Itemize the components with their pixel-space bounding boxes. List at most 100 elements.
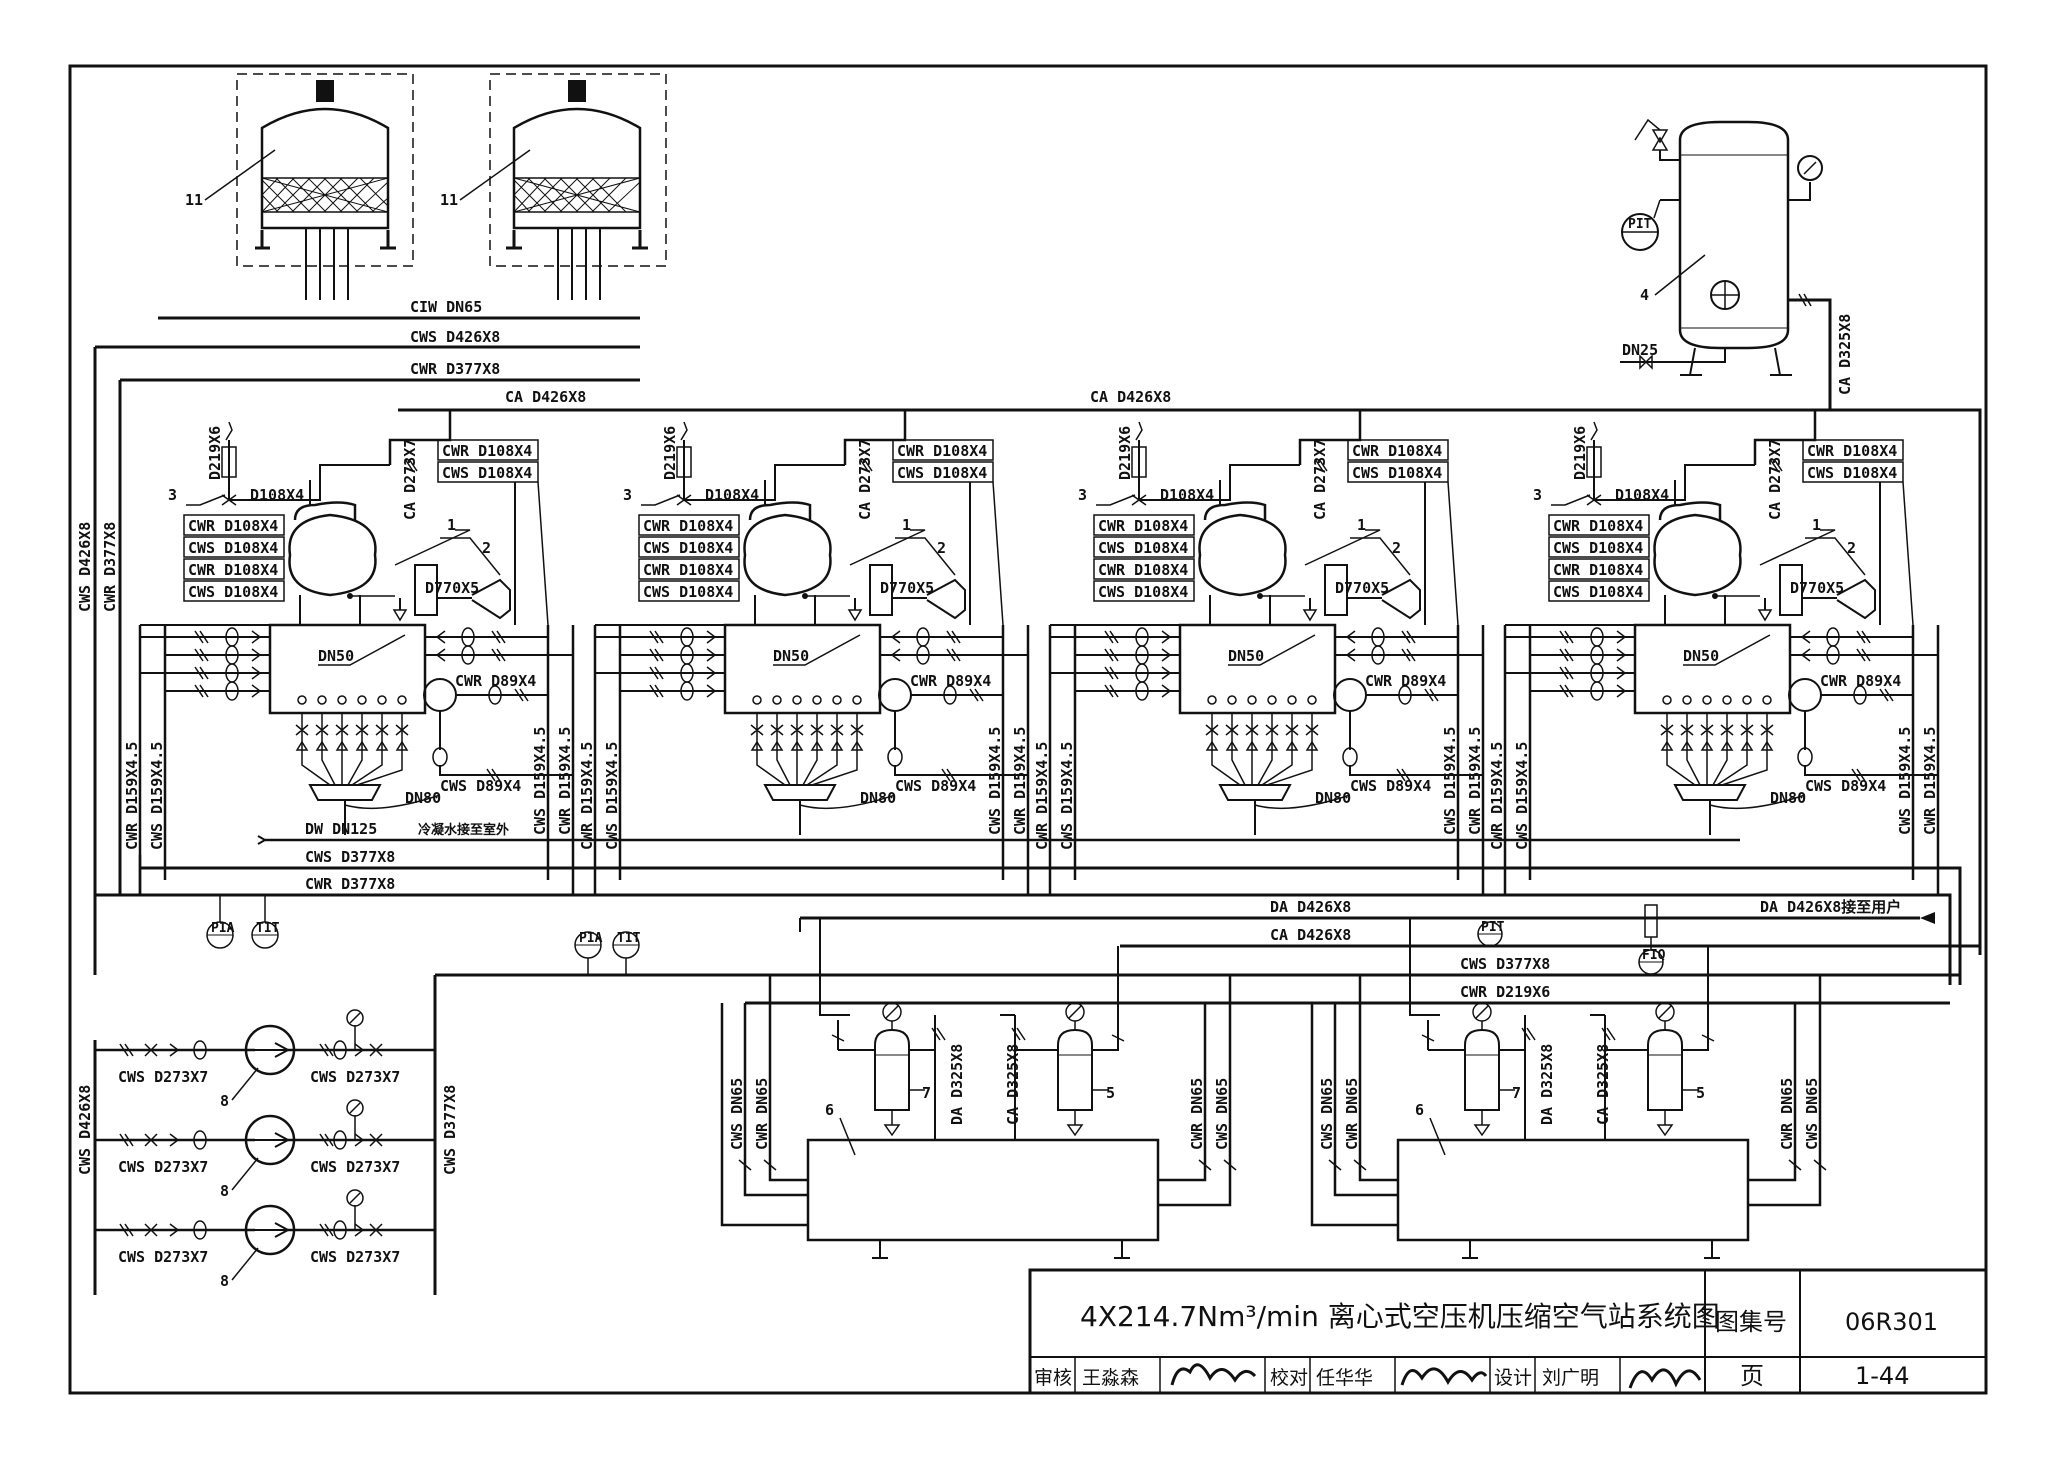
compressor-unit-3-labels: CWR D108X4 CWS D108X4 CWR D108X4 CWS D10… bbox=[1033, 426, 1484, 850]
dn50-label: DN50 bbox=[1228, 647, 1264, 665]
cws-d89x4-label: CWS D89X4 bbox=[895, 777, 976, 795]
cws-d108x4-label: CWS D108X4 bbox=[1352, 464, 1442, 482]
pump-suction-label: CWS D273X7 bbox=[118, 1158, 208, 1176]
cws-d108x4-label: CWS D108X4 bbox=[1098, 539, 1188, 557]
dryer-unit-1: CWS DN65 CWR DN65 CWR DN65 CWS DN65 DA D… bbox=[720, 918, 1237, 1259]
drawing-title: 4X214.7Nm³/min 离心式空压机压缩空气站系统图 bbox=[1080, 1300, 1720, 1333]
item-number-2: 2 bbox=[937, 539, 946, 557]
dryer-da-d325x8: DA D325X8 bbox=[1538, 1044, 1556, 1125]
tit-instrument: TIT bbox=[256, 921, 280, 936]
dryer-cws-dn65-left: CWS DN65 bbox=[728, 1078, 746, 1150]
cwr-d108x4-label: CWR D108X4 bbox=[442, 442, 532, 460]
cws-d159-label: CWS D159X4.5 bbox=[603, 742, 621, 850]
ca-d273x7-label: CA D273X7 bbox=[1766, 439, 1784, 520]
dw-header-label: DW DN125 bbox=[305, 820, 377, 838]
pump-suction-label: CWS D273X7 bbox=[118, 1248, 208, 1266]
cws-d159-label: CWS D159X4.5 bbox=[1896, 727, 1914, 835]
pump-number: 8 bbox=[220, 1092, 229, 1110]
review-label: 审核 bbox=[1034, 1367, 1072, 1389]
dn80-label: DN80 bbox=[1315, 789, 1351, 807]
cws-dryer-header-label: CWS D377X8 bbox=[1460, 955, 1550, 973]
tower-number-label: 11 bbox=[185, 191, 203, 209]
d108x4-label: D108X4 bbox=[1615, 486, 1669, 504]
item-number-1: 1 bbox=[1812, 516, 1821, 534]
compressor-unit-4-body bbox=[1503, 410, 1940, 895]
cwr-d108x4-label: CWR D108X4 bbox=[897, 442, 987, 460]
receiver-pit-instrument: PIT bbox=[1628, 217, 1652, 232]
d108x4-label: D108X4 bbox=[250, 486, 304, 504]
cwr-d108x4-label: CWR D108X4 bbox=[643, 561, 733, 579]
pump-right-cws-label: CWS D377X8 bbox=[441, 1085, 459, 1175]
review-signature bbox=[1170, 1363, 1257, 1386]
cwr-d159-label: CWR D159X4.5 bbox=[1488, 742, 1506, 850]
item-number-1: 1 bbox=[902, 516, 911, 534]
item-number-3: 3 bbox=[1078, 486, 1087, 504]
compressor-unit-1-labels: CWR D108X4 CWS D108X4 CWR D108X4 CWS D10… bbox=[123, 426, 574, 850]
cws-lower-header-label: CWS D377X8 bbox=[305, 848, 395, 866]
fiq-instrument: FIQ bbox=[1642, 948, 1666, 963]
cwr-d89x4-label: CWR D89X4 bbox=[1820, 672, 1901, 690]
d219x6-label: D219X6 bbox=[661, 426, 679, 480]
cwr-dryer-header-label: CWR D219X6 bbox=[1460, 983, 1550, 1001]
ca-header-label-left: CA D426X8 bbox=[505, 388, 586, 406]
cws-d89x4-label: CWS D89X4 bbox=[1350, 777, 1431, 795]
ca-d273x7-label: CA D273X7 bbox=[401, 439, 419, 520]
cws-d108x4-label: CWS D108X4 bbox=[442, 464, 532, 482]
dryer-number-6: 6 bbox=[825, 1101, 834, 1119]
cwr-d89x4-label: CWR D89X4 bbox=[910, 672, 991, 690]
pipe-label-ciw: CIW DN65 bbox=[410, 298, 482, 316]
cwr-d108x4-label: CWR D108X4 bbox=[188, 517, 278, 535]
header-pressure-indicator: PIA bbox=[206, 895, 235, 949]
ca-header-label-mid: CA D426X8 bbox=[1090, 388, 1171, 406]
cwr-d108x4-label: CWR D108X4 bbox=[1352, 442, 1442, 460]
cws-d108x4-label: CWS D108X4 bbox=[643, 539, 733, 557]
d770x5-label: D770X5 bbox=[880, 579, 934, 597]
dryer-cwr-dn65-left: CWR DN65 bbox=[753, 1078, 771, 1150]
design-name: 刘广明 bbox=[1542, 1367, 1599, 1389]
compressor-unit-3: CWR D108X4 CWS D108X4 CWR D108X4 CWS D10… bbox=[1033, 410, 1485, 895]
receiver-drain-label: DN25 bbox=[1622, 341, 1658, 359]
dryer-cwr-dn65-left: CWR DN65 bbox=[1343, 1078, 1361, 1150]
dn80-label: DN80 bbox=[1770, 789, 1806, 807]
air-receiver-tank: PIT bbox=[1620, 118, 1832, 410]
cws-d159-label: CWS D159X4.5 bbox=[986, 727, 1004, 835]
cws-d108x4-label: CWS D108X4 bbox=[1553, 539, 1643, 557]
dryer-cwr-dn65-right: CWR DN65 bbox=[1778, 1078, 1796, 1150]
pit-indicator-mid: PIT bbox=[1477, 920, 1505, 947]
cwr-d89x4-label: CWR D89X4 bbox=[1365, 672, 1446, 690]
pia-instrument: PIA bbox=[211, 921, 235, 936]
design-label: 设计 bbox=[1494, 1367, 1532, 1389]
cwr-d159-label: CWR D159X4.5 bbox=[1921, 727, 1939, 835]
circulation-pump-row-2: CWS D273X7 CWS D273X7 8 bbox=[95, 1099, 435, 1200]
dn50-label: DN50 bbox=[773, 647, 809, 665]
compressor-unit-4-labels: CWR D108X4 CWS D108X4 CWR D108X4 CWS D10… bbox=[1488, 426, 1939, 850]
dryer-ca-d325x8: CA D325X8 bbox=[1594, 1044, 1612, 1125]
cws-d108x4-label: CWS D108X4 bbox=[1098, 583, 1188, 601]
cwr-d159-label: CWR D159X4.5 bbox=[1011, 727, 1029, 835]
compressor-unit-1 bbox=[138, 410, 575, 895]
da-header-user-label: DA D426X8接至用户 bbox=[1760, 898, 1901, 916]
ca-d273x7-label: CA D273X7 bbox=[1311, 439, 1329, 520]
pipe-label-cwr-main: CWR D377X8 bbox=[410, 360, 500, 378]
cwr-d108x4-label: CWR D108X4 bbox=[1553, 517, 1643, 535]
d219x6-label: D219X6 bbox=[1571, 426, 1589, 480]
d219x6-label: D219X6 bbox=[206, 426, 224, 480]
compressor-unit-2-labels: CWR D108X4 CWS D108X4 CWR D108X4 CWS D10… bbox=[578, 426, 1029, 850]
pit-instrument-mid: PIT bbox=[1481, 920, 1505, 935]
cwr-d159-label: CWR D159X4.5 bbox=[1033, 742, 1051, 850]
cws-d108x4-label: CWS D108X4 bbox=[188, 539, 278, 557]
cws-d89x4-label: CWS D89X4 bbox=[1805, 777, 1886, 795]
filter-number-5: 5 bbox=[1106, 1084, 1115, 1102]
pump-discharge-label: CWS D273X7 bbox=[310, 1248, 400, 1266]
cwr-d108x4-label: CWR D108X4 bbox=[1553, 561, 1643, 579]
item-number-1: 1 bbox=[1357, 516, 1366, 534]
pump-left-cws-label: CWS D426X8 bbox=[76, 1085, 94, 1175]
dryer-unit-2: CWS DN65 CWR DN65 CWR DN65 CWS DN65 DA D… bbox=[1310, 918, 1827, 1259]
receiver-outlet-label: CA D325X8 bbox=[1836, 314, 1854, 395]
pia-instrument-2: PIA bbox=[579, 931, 603, 946]
cws-d159-label: CWS D159X4.5 bbox=[1513, 742, 1531, 850]
cws-d108x4-label: CWS D108X4 bbox=[188, 583, 278, 601]
page-label: 页 bbox=[1740, 1362, 1764, 1390]
compressor-unit-3-body bbox=[1048, 410, 1485, 895]
